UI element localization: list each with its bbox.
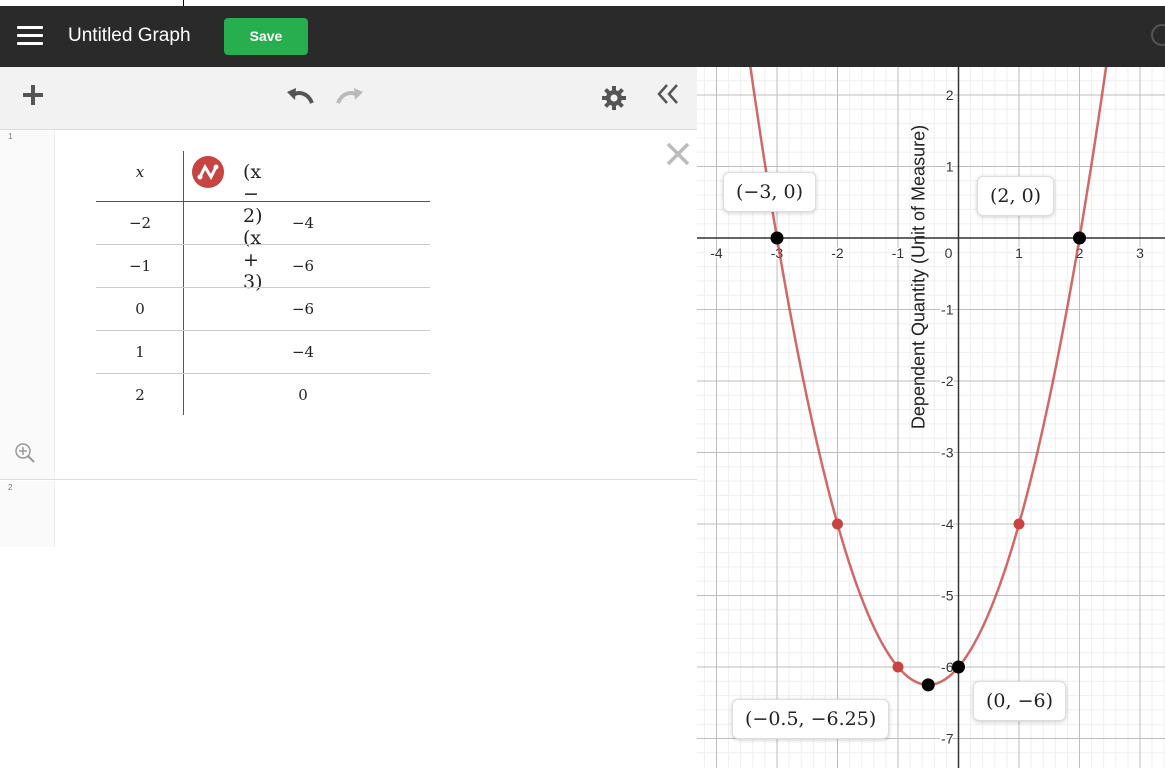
- table-cell: −6: [291, 300, 315, 318]
- undo-button[interactable]: [284, 85, 316, 112]
- row-number: 2: [8, 483, 13, 492]
- y-tick-label: 2: [946, 87, 954, 103]
- point-label[interactable]: (−0.5, −6.25): [732, 699, 890, 739]
- top-edge: [0, 0, 1165, 6]
- labeled-point[interactable]: [921, 678, 935, 692]
- zoom-fit-button[interactable]: [14, 442, 36, 469]
- zoom-in-icon: [15, 443, 35, 463]
- x-tick-label: 2: [1076, 245, 1084, 261]
- point-label[interactable]: (2, 0): [977, 176, 1055, 216]
- table-row-rule: [96, 330, 430, 331]
- x-tick-label: 3: [1136, 245, 1144, 261]
- labeled-point[interactable]: [770, 231, 784, 245]
- table-cell[interactable]: 1: [135, 343, 145, 361]
- table-cell[interactable]: 0: [135, 300, 145, 318]
- expression-gutter[interactable]: 1: [0, 130, 55, 480]
- regression-icon[interactable]: [192, 156, 224, 192]
- table-cell: −6: [291, 257, 315, 275]
- add-expression-button[interactable]: [20, 82, 46, 108]
- y-axis-label: Dependent Quantity (Unit of Measure): [909, 125, 929, 429]
- gear-icon: [602, 86, 626, 110]
- y-tick-label: -3: [941, 445, 954, 461]
- redo-button[interactable]: [334, 85, 366, 112]
- redo-icon: [336, 88, 363, 104]
- save-button[interactable]: Save: [224, 18, 308, 55]
- y-tick-label: -6: [941, 659, 954, 675]
- table-row-rule: [96, 287, 430, 288]
- top-bar: Untitled Graph Save: [0, 0, 1165, 67]
- labeled-point[interactable]: [1073, 231, 1086, 245]
- table-row-rule: [96, 373, 430, 374]
- table-header-x[interactable]: x: [135, 163, 145, 181]
- top-edge-tick: [183, 0, 184, 6]
- expression-divider: [0, 479, 697, 480]
- y-tick-label: -4: [941, 516, 954, 532]
- table-cell[interactable]: 2: [135, 386, 145, 404]
- double-chevron-left-icon: [657, 84, 678, 104]
- expression-panel: 1 2 x (x − 2)(x + 3) −2 −4 −1 −6 0 −6: [0, 67, 697, 768]
- table-cell: −4: [291, 214, 315, 232]
- table-point[interactable]: [832, 518, 843, 530]
- x-tick-label: 0: [945, 245, 953, 261]
- table-column-divider: [183, 151, 184, 415]
- point-label[interactable]: (−3, 0): [723, 172, 817, 212]
- point-label[interactable]: (0, −6): [973, 681, 1067, 721]
- x-tick-label: -2: [831, 245, 844, 261]
- x-tick-label: -1: [892, 245, 905, 261]
- y-tick-label: -1: [941, 302, 954, 318]
- collapse-panel-button[interactable]: [655, 81, 681, 114]
- y-tick-label: -7: [941, 731, 954, 747]
- parabola-curve[interactable]: [742, 17, 1115, 687]
- table-cell[interactable]: −1: [128, 257, 152, 275]
- close-icon: [666, 142, 690, 166]
- labeled-point[interactable]: [952, 660, 965, 674]
- x-tick-label: -4: [710, 245, 723, 261]
- table-point[interactable]: [1013, 518, 1025, 530]
- table-cell: −4: [291, 343, 315, 361]
- expression-gutter[interactable]: 2: [0, 481, 55, 547]
- table-header-rule: [96, 201, 430, 202]
- graph-settings-button[interactable]: [602, 86, 626, 115]
- y-tick-label: 1: [946, 159, 954, 175]
- desmos-table-regression-icon: [192, 156, 224, 188]
- y-tick-label: -2: [941, 373, 954, 389]
- table-row-rule: [96, 244, 430, 245]
- undo-icon: [287, 88, 314, 104]
- delete-expression-button[interactable]: [664, 140, 692, 174]
- table-point[interactable]: [892, 661, 904, 673]
- graph-title[interactable]: Untitled Graph: [68, 25, 191, 46]
- x-tick-label: 1: [1015, 245, 1023, 261]
- expression-toolbar: [0, 67, 697, 130]
- table-cell: 0: [298, 386, 308, 404]
- menu-icon[interactable]: [17, 26, 43, 46]
- search-icon[interactable]: [1151, 24, 1165, 46]
- y-tick-label: -5: [941, 588, 954, 604]
- plus-icon: [23, 85, 43, 105]
- table-cell[interactable]: −2: [128, 214, 152, 232]
- row-number: 1: [8, 132, 13, 141]
